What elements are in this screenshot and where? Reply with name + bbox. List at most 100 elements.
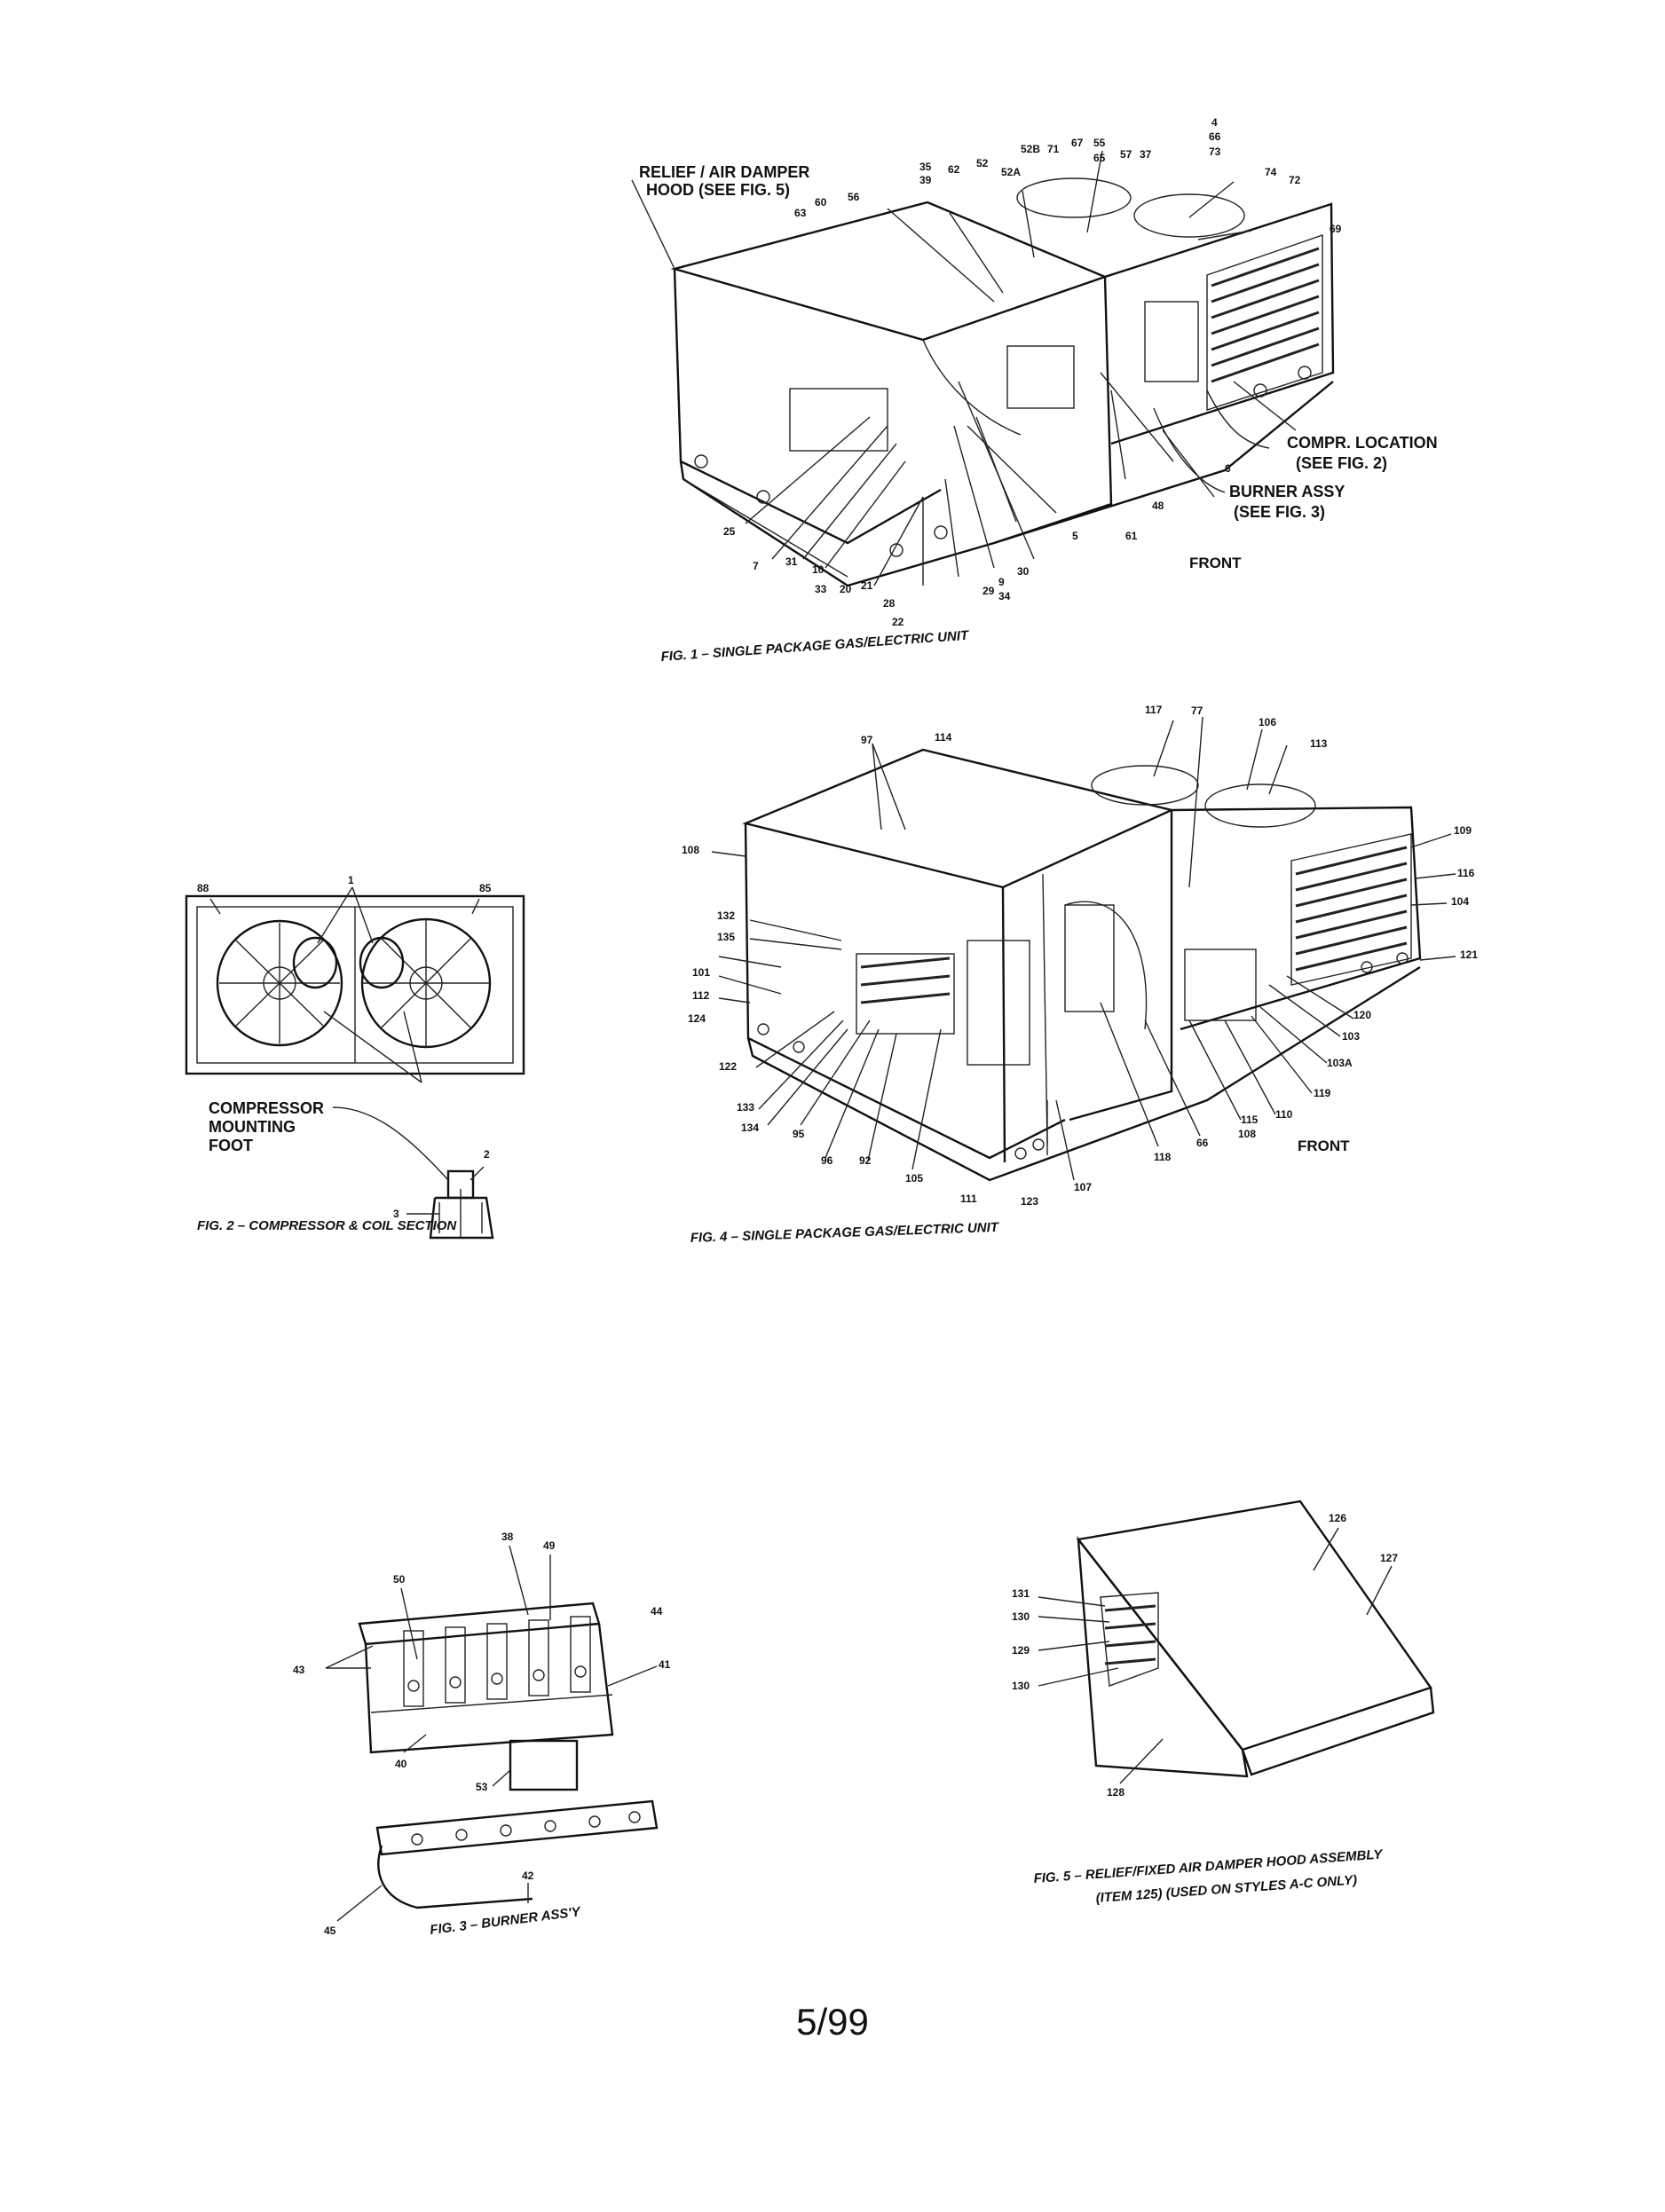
compressor-callout: FOOT — [209, 1137, 253, 1154]
part-number: 69 — [1330, 223, 1342, 235]
part-number: 45 — [324, 1925, 336, 1937]
part-number: 103 — [1342, 1030, 1360, 1043]
part-number: 124 — [688, 1012, 706, 1025]
part-number: 109 — [1454, 824, 1472, 837]
fig5-labels: 126 127 131 130 129 130 128 FIG. 5 – REL… — [1012, 1512, 1398, 1906]
part-number: 63 — [794, 207, 807, 219]
fig4-leader-lines — [711, 716, 1456, 1181]
part-number: 66 — [1209, 130, 1221, 143]
part-number: 127 — [1380, 1552, 1398, 1564]
part-number: 134 — [741, 1122, 759, 1134]
part-number: 30 — [1017, 565, 1030, 578]
part-number: 7 — [753, 560, 759, 572]
fig1-leader-lines — [631, 150, 1297, 586]
fig2-coil-drawing — [185, 894, 525, 1240]
part-number: 4 — [1211, 116, 1218, 129]
compr-location-callout: COMPR. LOCATION — [1287, 434, 1438, 452]
part-number: 49 — [543, 1539, 556, 1552]
part-number: 44 — [651, 1605, 663, 1618]
fig3-labels: 50 38 49 44 43 41 40 53 42 45 FIG. 3 – B… — [293, 1531, 671, 1938]
compressor-callout: MOUNTING — [209, 1118, 296, 1136]
part-number: 117 — [1145, 704, 1163, 716]
part-number: 114 — [935, 731, 952, 744]
part-number: 52A — [1001, 166, 1021, 178]
part-number: 39 — [919, 174, 932, 186]
fig3-leader-lines — [325, 1545, 658, 1922]
part-number: 29 — [982, 585, 995, 597]
fig1-caption: FIG. 1 – SINGLE PACKAGE GAS/ELECTRIC UNI… — [660, 628, 970, 665]
part-number: 43 — [293, 1664, 305, 1676]
part-number: 108 — [1238, 1128, 1256, 1140]
part-number: 22 — [892, 616, 904, 628]
part-number: 111 — [960, 1193, 977, 1205]
part-number: 97 — [861, 734, 873, 746]
fig4-front-label: FRONT — [1298, 1137, 1350, 1154]
relief-damper-hood-callout: RELIEF / AIR DAMPER — [639, 163, 809, 181]
fig5-hood-drawing — [1076, 1500, 1435, 1778]
relief-damper-hood-callout: HOOD (SEE FIG. 5) — [646, 181, 790, 199]
part-number: 132 — [717, 909, 735, 922]
part-number: 66 — [1196, 1137, 1209, 1149]
part-number: 1 — [348, 874, 354, 886]
fig3-burner-drawing — [358, 1602, 659, 1909]
fig1-unit-drawing — [670, 177, 1335, 587]
part-number: 73 — [1209, 146, 1221, 158]
part-number: 130 — [1012, 1610, 1030, 1623]
part-number: 85 — [479, 882, 492, 894]
part-number: 74 — [1265, 166, 1277, 178]
fig3-caption: FIG. 3 – BURNER ASS'Y — [429, 1904, 582, 1938]
part-number: 61 — [1125, 530, 1138, 542]
part-number: 103A — [1327, 1057, 1353, 1069]
part-number: 56 — [848, 191, 860, 203]
part-number: 37 — [1140, 148, 1152, 161]
part-number: 10 — [812, 563, 825, 576]
part-number: 33 — [815, 583, 827, 595]
part-number: 55 — [1093, 137, 1106, 149]
part-number: 77 — [1191, 705, 1203, 717]
part-number: 108 — [682, 844, 699, 856]
part-number: 57 — [1120, 148, 1132, 161]
part-number: 128 — [1107, 1786, 1124, 1799]
part-number: 120 — [1353, 1009, 1371, 1021]
part-number: 65 — [1093, 152, 1106, 164]
fig1-front-label: FRONT — [1189, 555, 1242, 571]
fig1-part-numbers: 35 39 62 52 52A 52B 71 67 65 55 57 37 4 … — [639, 116, 1438, 665]
part-number: 101 — [692, 966, 710, 979]
fig2-labels: 88 1 85 2 3 COMPRESSOR MOUNTING FOOT FIG… — [197, 874, 492, 1233]
part-number: 129 — [1012, 1644, 1030, 1657]
part-number: 118 — [1154, 1151, 1172, 1163]
part-number: 130 — [1012, 1680, 1030, 1692]
part-number: 123 — [1021, 1195, 1038, 1208]
part-number: 119 — [1314, 1087, 1331, 1099]
part-number: 52B — [1021, 143, 1040, 155]
compressor-callout: COMPRESSOR — [209, 1099, 324, 1117]
part-number: 95 — [793, 1128, 805, 1140]
part-number: 72 — [1289, 174, 1301, 186]
part-number: 113 — [1310, 737, 1328, 750]
part-number: 35 — [919, 161, 932, 173]
part-number: 135 — [717, 931, 735, 943]
burner-assy-callout: (SEE FIG. 3) — [1234, 503, 1325, 521]
part-number: 38 — [501, 1531, 514, 1543]
fig4-part-numbers: 97 114 117 77 106 113 108 109 116 104 12… — [682, 704, 1478, 1246]
part-number: 126 — [1329, 1512, 1346, 1524]
part-number: 3 — [393, 1208, 399, 1220]
part-number: 31 — [785, 555, 798, 568]
compr-location-callout: (SEE FIG. 2) — [1296, 454, 1387, 472]
part-number: 106 — [1259, 716, 1276, 728]
part-number: 121 — [1460, 949, 1478, 961]
burner-assy-callout: BURNER ASSY — [1229, 483, 1345, 500]
fig4-unit-drawing — [742, 748, 1422, 1182]
part-number: 115 — [1241, 1114, 1259, 1126]
part-number: 40 — [395, 1758, 407, 1770]
part-number: 60 — [815, 196, 827, 209]
part-number: 107 — [1074, 1181, 1092, 1193]
fig2-caption: FIG. 2 – COMPRESSOR & COIL SECTION — [197, 1218, 457, 1233]
part-number: 50 — [393, 1573, 406, 1586]
part-number: 112 — [692, 989, 710, 1002]
part-number: 6 — [1225, 462, 1231, 475]
part-number: 41 — [659, 1658, 671, 1671]
part-number: 67 — [1071, 137, 1084, 149]
